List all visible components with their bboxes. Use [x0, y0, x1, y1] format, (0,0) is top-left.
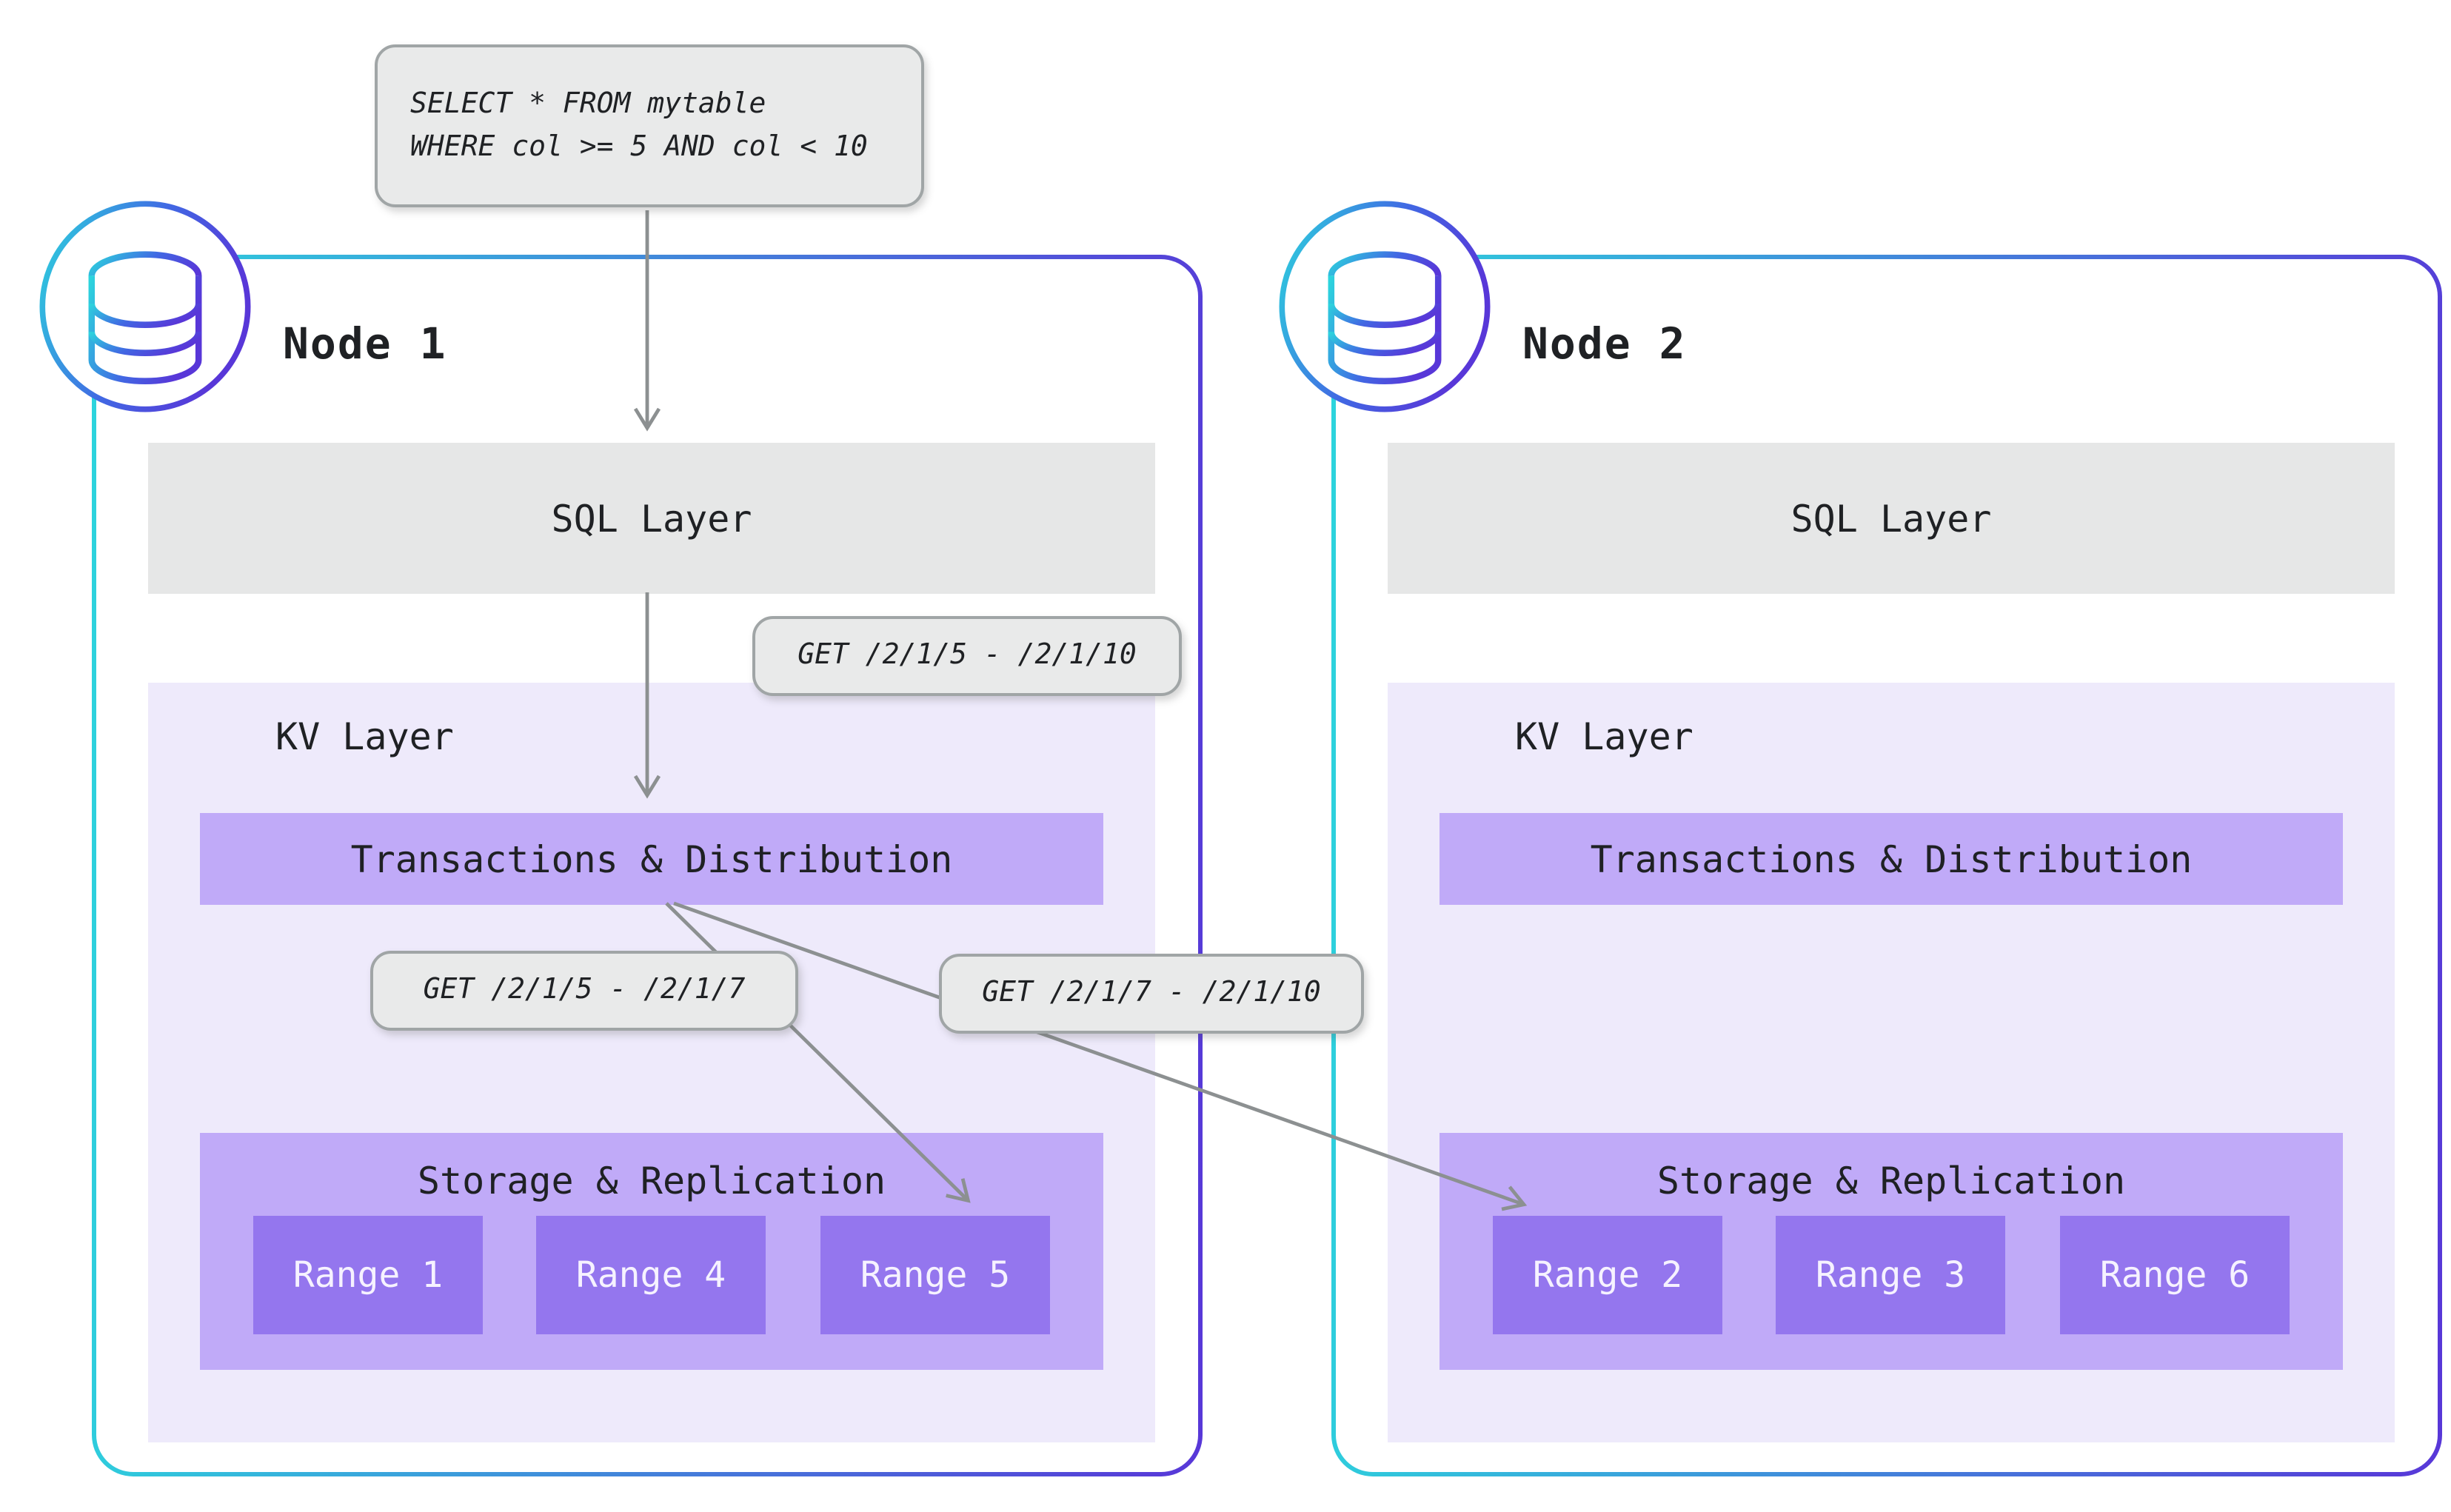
kv-layer: KV Layer Transactions & Distribution Sto…: [148, 683, 1155, 1442]
storage-replication-label: Storage & Replication: [417, 1160, 886, 1202]
range-box: Range 6: [2060, 1216, 2290, 1334]
get-left-split-label: GET /2/1/5 - /2/1/7: [370, 951, 798, 1031]
sql-query-box: SELECT * FROM mytable WHERE col >= 5 AND…: [375, 44, 924, 207]
node-title: Node 1: [283, 318, 447, 369]
range-box: Range 1: [253, 1216, 483, 1334]
get-right-split-label: GET /2/1/7 - /2/1/10: [939, 954, 1364, 1034]
database-icon: [1272, 194, 1497, 419]
storage-replication-box: Storage & Replication Range 1 Range 4 Ra…: [200, 1133, 1103, 1370]
node-title: Node 2: [1522, 318, 1687, 369]
node-2: Node 2 SQL Layer KV Layer Transactions &…: [1279, 201, 2442, 1476]
range-box: Range 3: [1776, 1216, 2005, 1334]
storage-replication-label: Storage & Replication: [1656, 1160, 2126, 1202]
kv-layer-label: KV Layer: [275, 715, 454, 758]
transactions-distribution-bar: Transactions & Distribution: [1439, 813, 2343, 905]
storage-replication-box: Storage & Replication Range 2 Range 3 Ra…: [1439, 1133, 2343, 1370]
range-box: Range 4: [536, 1216, 766, 1334]
get-full-range-label: GET /2/1/5 - /2/1/10: [752, 616, 1182, 696]
sql-layer: SQL Layer: [1388, 443, 2395, 594]
range-box: Range 5: [820, 1216, 1050, 1334]
sql-query-line: SELECT * FROM mytable: [410, 87, 766, 120]
kv-layer: KV Layer Transactions & Distribution Sto…: [1388, 683, 2395, 1442]
node-1: Node 1 SQL Layer KV Layer Transactions &…: [39, 201, 1203, 1476]
kv-layer-label: KV Layer: [1515, 715, 1693, 758]
database-icon: [33, 194, 258, 419]
sql-layer: SQL Layer: [148, 443, 1155, 594]
transactions-distribution-bar: Transactions & Distribution: [200, 813, 1103, 905]
sql-query-line: WHERE col >= 5 AND col < 10: [410, 130, 868, 163]
range-box: Range 2: [1493, 1216, 1722, 1334]
